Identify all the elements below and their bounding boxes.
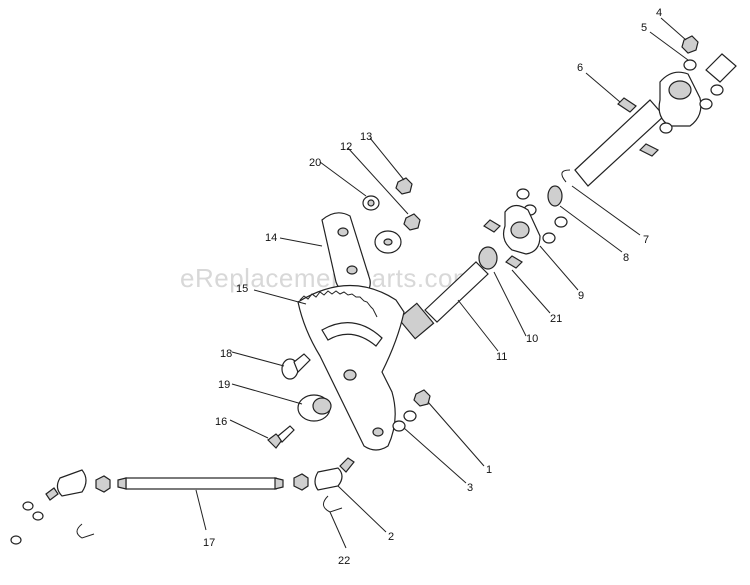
washer-left-b [32, 511, 44, 521]
bolt-21b [505, 255, 523, 269]
sector-gear-slot [321, 322, 383, 347]
tie-rod-right-tip [274, 477, 284, 490]
ball-joint-left [56, 469, 87, 497]
part-mid-column [397, 185, 568, 340]
sector-gear-pivot [343, 369, 357, 381]
callout-8: 8 [623, 252, 629, 264]
sector-gear-teeth [299, 290, 378, 318]
callout-7: 7 [643, 234, 649, 246]
sector-gear-arm-hole [372, 427, 384, 437]
nut-4 [681, 35, 699, 54]
part-left-hardware [267, 353, 332, 449]
part-sector-gear [297, 284, 405, 451]
nut-left-rod [95, 475, 111, 493]
callout-labels: 1 2 3 4 5 6 7 8 9 10 11 12 13 14 15 16 1… [203, 7, 662, 567]
ball-joint-2-stud [339, 457, 355, 473]
plate-14-hole-b [346, 265, 358, 275]
washer-3a [403, 410, 417, 422]
callout-13: 13 [360, 131, 372, 143]
callout-20: 20 [309, 157, 321, 169]
ball-joint-2 [314, 467, 343, 491]
callout-3: 3 [467, 482, 473, 494]
bolt-16-shank [277, 425, 295, 443]
clip-left [76, 523, 95, 539]
shaft-11 [424, 261, 489, 323]
bushing-10 [478, 246, 498, 270]
part-upper-column [561, 35, 737, 187]
snap-ring-7 [561, 169, 571, 183]
callout-10: 10 [526, 333, 538, 345]
upper-bearing [668, 80, 692, 100]
callout-4: 4 [656, 7, 662, 19]
bolt-18-shank [293, 353, 311, 374]
sector-gear-15 [297, 284, 405, 451]
flange-9-bearing [510, 221, 530, 239]
callout-15: 15 [236, 283, 248, 295]
nut-13 [395, 177, 413, 195]
bushing-19-hub [312, 397, 332, 415]
callout-12: 12 [340, 141, 352, 153]
part-tie-rod [10, 457, 355, 545]
callout-6: 6 [577, 62, 583, 74]
washer-20-hole [367, 199, 375, 207]
nut-upper-b [699, 98, 713, 110]
washer-left-a [22, 501, 34, 511]
callout-18: 18 [220, 348, 232, 360]
washer-5 [683, 59, 697, 71]
washer-12-hole [383, 238, 393, 246]
nut-1 [413, 389, 431, 407]
bolt-lower-flange [638, 143, 660, 157]
callout-22: 22 [338, 555, 350, 567]
bushing-8 [547, 185, 563, 207]
callout-16: 16 [215, 416, 227, 428]
callout-11: 11 [496, 351, 507, 363]
tie-rod-left-tip [117, 477, 127, 490]
watermark-text: eReplacementParts.com [180, 263, 475, 293]
bolt-6 [617, 97, 637, 113]
clip-22 [323, 495, 343, 513]
washer-left-c [10, 535, 22, 545]
threaded-stud [705, 53, 737, 83]
callout-21: 21 [550, 313, 562, 325]
washer-mid-d [542, 232, 556, 244]
pinion-gear [397, 302, 435, 340]
callout-14: 14 [265, 232, 277, 244]
nut-right-rod [293, 473, 309, 491]
callout-9: 9 [578, 290, 584, 302]
callout-17: 17 [203, 537, 215, 549]
part-plate-group [321, 177, 421, 297]
washer-mid-c [554, 216, 568, 228]
nut-upper-c [659, 122, 673, 134]
nut-upper-a [710, 84, 724, 96]
upper-rod [574, 99, 665, 187]
bolt-21a [483, 219, 501, 233]
part-nuts-1-3 [392, 389, 431, 432]
callout-1: 1 [486, 464, 492, 476]
plate-14-hole-a [337, 227, 349, 237]
leader-lines [195, 17, 689, 549]
callout-2: 2 [388, 531, 394, 543]
nut-12 [403, 213, 421, 231]
washer-3b [392, 420, 406, 432]
washer-mid-a [516, 188, 530, 200]
tie-rod-17 [125, 477, 277, 490]
callout-5: 5 [641, 22, 647, 34]
ball-joint-left-stud [45, 487, 59, 501]
callout-19: 19 [218, 379, 230, 391]
